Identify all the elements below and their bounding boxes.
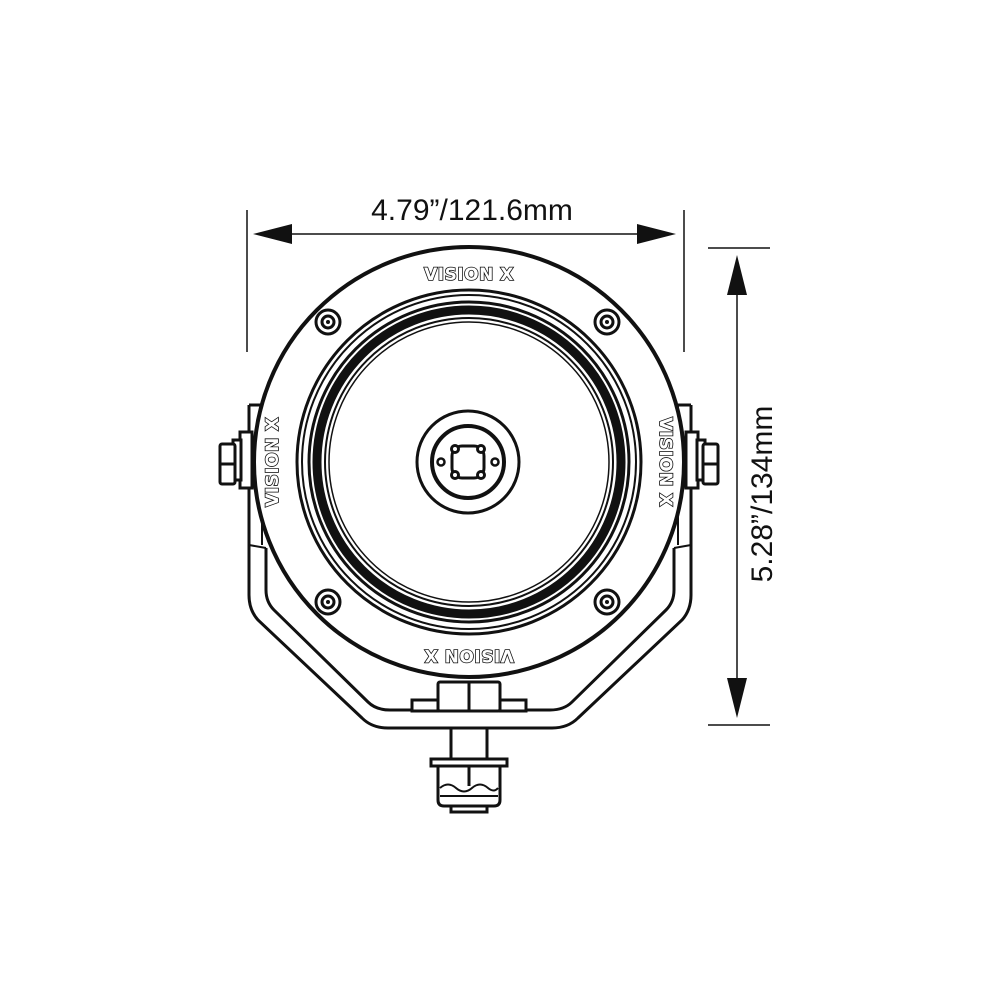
bezel-ring-1 bbox=[295, 288, 643, 636]
bracket-arm-bottom-right bbox=[673, 544, 692, 549]
height-dimension: 5.28”/134mm bbox=[708, 247, 779, 726]
stud-shaft bbox=[449, 726, 489, 762]
mount-block-right-flange bbox=[498, 698, 528, 713]
led-pad-4 bbox=[476, 470, 486, 480]
screw-top-right bbox=[593, 308, 621, 336]
bracket-arm-bottom-left bbox=[248, 544, 267, 549]
right-adjustment-bolt bbox=[684, 430, 720, 490]
led-outer-ring bbox=[415, 409, 521, 515]
center-led-module bbox=[415, 409, 521, 515]
logo-top: VISION X bbox=[424, 265, 514, 285]
arrowhead-down-icon bbox=[727, 678, 747, 718]
width-dimension-label: 4.79”/121.6mm bbox=[371, 194, 573, 227]
arrowhead-up-icon bbox=[727, 255, 747, 295]
bezel-thick-ring bbox=[312, 305, 626, 619]
light-housing bbox=[252, 245, 686, 679]
bezel-ring-2 bbox=[301, 294, 637, 630]
lens-edge-ring bbox=[324, 317, 614, 607]
led-mount-hole-right bbox=[490, 457, 500, 467]
led-mount-hole-left bbox=[436, 457, 446, 467]
stud-nut-serration bbox=[439, 783, 499, 793]
led-inner-ring bbox=[430, 424, 506, 500]
screw-top-left bbox=[314, 308, 342, 336]
arrowhead-left-icon bbox=[253, 224, 292, 244]
arrowhead-right-icon bbox=[637, 224, 676, 244]
mount-block-left-flange bbox=[410, 698, 440, 713]
width-dimension: 4.79”/121.6mm bbox=[246, 194, 685, 352]
lens bbox=[328, 321, 610, 603]
led-emitter bbox=[450, 444, 486, 480]
stud-tip bbox=[449, 804, 489, 814]
bottom-mount-block bbox=[410, 680, 528, 713]
logo-left: VISION X bbox=[263, 417, 283, 507]
led-pad-1 bbox=[450, 444, 460, 454]
led-pad-2 bbox=[476, 444, 486, 454]
bezel-ring-3 bbox=[307, 300, 631, 624]
led-pad-3 bbox=[450, 470, 460, 480]
screw-bottom-left bbox=[314, 588, 342, 616]
screw-bottom-right bbox=[593, 588, 621, 616]
logo-right: VISION X bbox=[655, 417, 675, 507]
logo-bottom: VISION X bbox=[424, 645, 514, 665]
bottom-mount-stud bbox=[429, 726, 509, 814]
height-dimension-label: 5.28”/134mm bbox=[746, 406, 779, 583]
left-adjustment-bolt bbox=[218, 430, 254, 490]
bezel-screws bbox=[314, 308, 621, 616]
